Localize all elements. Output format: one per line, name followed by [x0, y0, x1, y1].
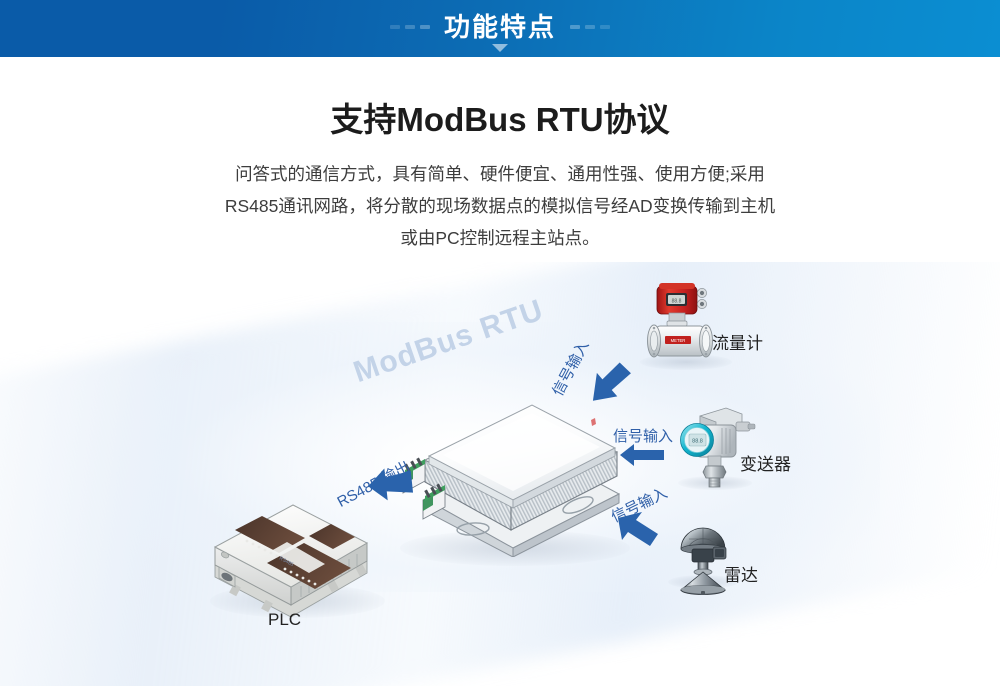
banner-title: 功能特点: [443, 11, 556, 42]
dash-icon: [389, 24, 400, 29]
plc-label: PLC: [268, 610, 302, 629]
description-line: 问答式的通信方式，具有简单、硬件便宜、通用性强、使用方便;采用: [235, 163, 765, 184]
description-line: 或由PC控制远程主站点。: [400, 228, 600, 249]
arrow-left-icon: [368, 468, 414, 501]
transmitter-icon: 88.8: [672, 400, 756, 488]
flowmeter-icon: 88.8 METER: [635, 280, 725, 365]
banner-inner: 功能特点: [389, 11, 610, 42]
svg-text:METER: METER: [671, 338, 686, 343]
transmitter-label: 变送器: [740, 455, 791, 474]
flowmeter-label: 流量计: [712, 334, 763, 353]
arrow-down-left-icon: [592, 362, 631, 401]
architecture-diagram: ModBus RTU: [0, 262, 1000, 686]
flow-label-signal-input-transmitter: 信号输入: [613, 428, 674, 445]
radar-icon: [665, 515, 737, 595]
triangle-down-icon: [492, 44, 508, 52]
svg-text:88.8: 88.8: [692, 439, 703, 445]
section-description: 问答式的通信方式，具有简单、硬件便宜、通用性强、使用方便;采用 RS485通讯网…: [160, 158, 840, 255]
dash-icon: [570, 24, 580, 29]
banner-dashes-right: [570, 24, 610, 29]
heading-block: 支持ModBus RTU协议 问答式的通信方式，具有简单、硬件便宜、通用性强、使…: [0, 57, 1000, 255]
radar-label: 雷达: [724, 566, 758, 585]
description-line: RS485通讯网路，将分散的现场数据点的模拟信号经AD变换传输到主机: [224, 195, 776, 216]
banner-dashes-left: [389, 24, 430, 29]
svg-text:88.8: 88.8: [672, 299, 682, 305]
rtu-module-icon: [395, 402, 625, 558]
dash-icon: [419, 24, 430, 29]
dash-icon: [600, 24, 610, 29]
dash-icon: [404, 24, 415, 29]
arrow-left-icon: [620, 444, 664, 466]
dash-icon: [585, 24, 595, 29]
flowmeter-shadow: [640, 354, 732, 370]
page-title: 支持ModBus RTU协议: [330, 101, 670, 138]
section-banner: 功能特点: [0, 0, 1000, 57]
arrow-up-left-icon: [618, 512, 658, 546]
plc-icon: RS485: [205, 497, 369, 618]
